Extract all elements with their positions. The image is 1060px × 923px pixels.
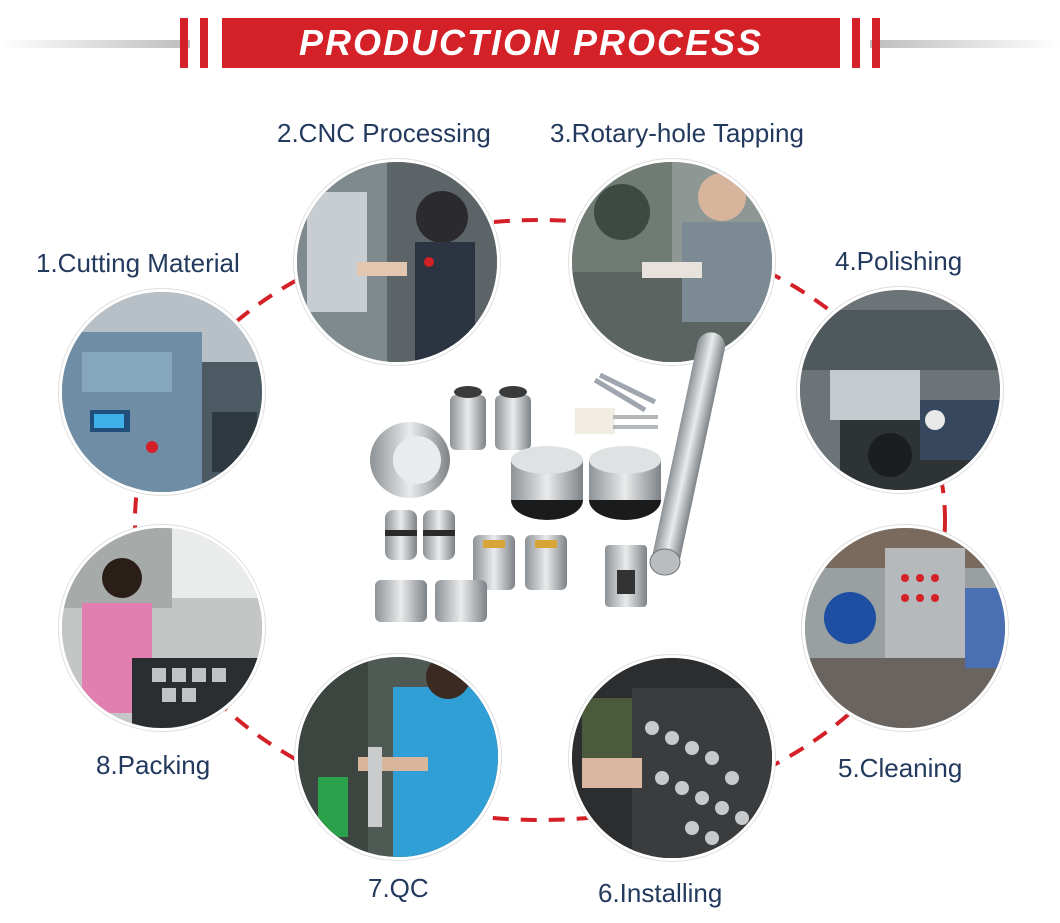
tapping-photo-icon: [572, 162, 772, 362]
banner-stripe: [872, 18, 880, 68]
page-title: PRODUCTION PROCESS: [298, 22, 764, 63]
installing-photo-icon: [572, 658, 772, 858]
step-label-cnc-processing: 2.CNC Processing: [277, 118, 491, 148]
screw-icon: [575, 408, 658, 434]
step-label-rotary-hole-tapping: 3.Rotary-hole Tapping: [550, 118, 804, 148]
clip-icon: [375, 545, 647, 622]
banner-stripe: [180, 18, 188, 68]
roller-icon: [450, 386, 531, 450]
cleaning-photo-icon: [805, 528, 1005, 728]
step-polishing-photo: [800, 290, 1000, 490]
banner-right-line: [870, 40, 1060, 48]
step-label-cutting-material: 1.Cutting Material: [36, 248, 240, 278]
packing-photo-icon: [62, 528, 262, 728]
step-label-polishing: 4.Polishing: [835, 246, 963, 276]
step-packing-photo: [62, 528, 262, 728]
step-qc-photo: [298, 657, 498, 857]
cutting-machine-photo-icon: [62, 292, 262, 492]
steel-tube-icon: [649, 332, 726, 576]
step-rotary-hole-tapping-photo: [572, 162, 772, 362]
step-installing-photo: [572, 658, 772, 858]
step-label-installing: 6.Installing: [598, 878, 723, 908]
step-cleaning-photo: [805, 528, 1005, 728]
step-cutting-material-photo: [62, 292, 262, 492]
slotted-cylinder-icon: [473, 535, 567, 590]
banner-left-line: [0, 40, 190, 48]
qc-photo-icon: [298, 657, 498, 857]
banner-stripe: [200, 18, 208, 68]
product-hardware-cluster: [370, 332, 726, 622]
polishing-photo-icon: [800, 290, 1000, 490]
steel-ring-icon: [370, 422, 450, 498]
step-label-packing: 8.Packing: [96, 750, 211, 780]
hex-key-icon: [593, 372, 657, 413]
banner-stripe: [852, 18, 860, 68]
title-banner: PRODUCTION PROCESS: [222, 18, 840, 68]
knob-icon: [385, 510, 455, 560]
wheel-icon: [511, 446, 661, 520]
step-label-qc: 7.QC: [368, 873, 429, 903]
step-label-cleaning: 5.Cleaning: [838, 753, 963, 783]
